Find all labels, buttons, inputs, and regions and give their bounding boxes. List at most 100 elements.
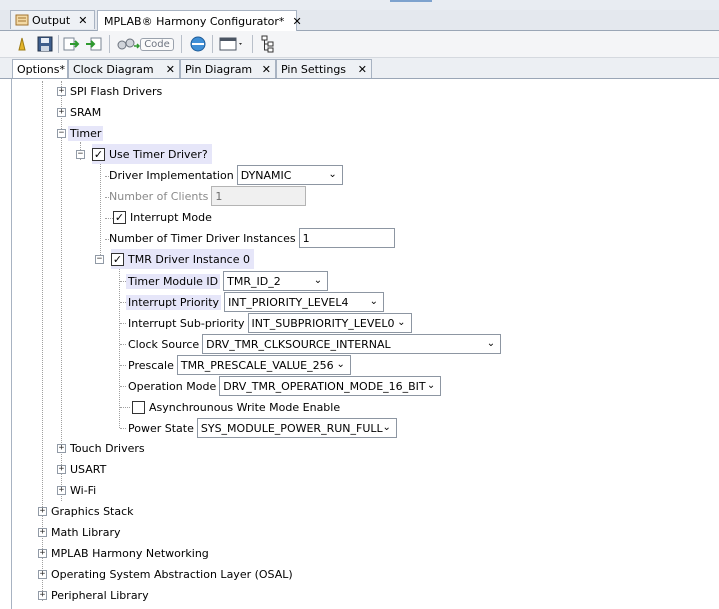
tree-item-timer[interactable]: Timer xyxy=(68,123,104,143)
tab-harmony-configurator[interactable]: MPLAB® Harmony Configurator* ✕ xyxy=(97,10,302,31)
expand-icon[interactable]: + xyxy=(38,506,47,516)
number-of-clients-label: Number of Clients xyxy=(109,189,209,203)
save-icon[interactable] xyxy=(36,34,54,54)
select-value: INT_SUBPRIORITY_LEVEL0 xyxy=(251,316,395,330)
prescale-row: Prescale TMR_PRESCALE_VALUE_256⌄ xyxy=(128,355,351,375)
expand-icon[interactable]: + xyxy=(57,464,66,474)
toolbar-separator xyxy=(252,35,253,53)
driver-implementation-select[interactable]: DYNAMIC⌄ xyxy=(236,165,343,185)
tree-item-label: Peripheral Library xyxy=(51,588,149,602)
tree-item-peripheral-library[interactable]: Peripheral Library xyxy=(51,585,149,605)
expand-icon[interactable]: + xyxy=(57,86,66,96)
tree-guide xyxy=(120,365,126,366)
timer-module-label: Timer Module ID xyxy=(126,273,221,289)
close-icon[interactable]: ✕ xyxy=(165,62,175,76)
select-value: TMR_PRESCALE_VALUE_256 xyxy=(180,358,334,372)
expand-icon[interactable]: + xyxy=(38,569,47,579)
tree-item-math-library[interactable]: Math Library xyxy=(51,522,120,542)
timer-module-row: Timer Module ID TMR_ID_2⌄ xyxy=(126,271,329,291)
power-state-row: Power State SYS_MODULE_POWER_RUN_FULL⌄ xyxy=(128,418,397,438)
tab-options[interactable]: Options* xyxy=(12,59,68,78)
interrupt-mode-label: Interrupt Mode xyxy=(130,210,212,224)
tree-item-spi-flash[interactable]: SPI Flash Drivers xyxy=(70,81,162,101)
select-value: INT_PRIORITY_LEVEL4 xyxy=(228,295,349,309)
panel-border xyxy=(11,79,12,609)
tree-item-label: SPI Flash Drivers xyxy=(70,84,163,98)
tree-item-graphics-stack[interactable]: Graphics Stack xyxy=(51,501,134,521)
tab-harmony-label: MPLAB® Harmony Configurator* xyxy=(104,14,285,28)
number-of-clients-input[interactable]: 1 xyxy=(211,186,307,206)
tree-item-osal[interactable]: Operating System Abstraction Layer (OSAL… xyxy=(51,564,293,584)
window-icon[interactable] xyxy=(218,34,246,54)
tree-item-usart[interactable]: USART xyxy=(70,459,106,479)
interrupt-mode-checkbox[interactable]: ✓ xyxy=(113,210,126,224)
tree-icon[interactable] xyxy=(259,34,277,54)
tree-item-touch-drivers[interactable]: Touch Drivers xyxy=(70,438,145,458)
tree-guide xyxy=(120,344,126,345)
async-write-checkbox[interactable] xyxy=(132,400,145,414)
tree-guide xyxy=(105,176,109,177)
use-timer-driver-checkbox[interactable]: ✓ xyxy=(92,147,105,161)
interrupt-priority-select[interactable]: INT_PRIORITY_LEVEL4⌄ xyxy=(224,292,385,312)
timer-instances-input[interactable]: 1 xyxy=(298,228,395,248)
timer-instances-label: Number of Timer Driver Instances xyxy=(109,231,296,245)
export-icon[interactable] xyxy=(83,34,103,54)
tree-guide xyxy=(120,281,126,282)
tree-guide xyxy=(61,81,62,501)
number-of-clients-row: Number of Clients 1 xyxy=(109,186,307,206)
close-icon[interactable]: ✕ xyxy=(292,14,302,28)
tab-output[interactable]: Output ✕ xyxy=(10,10,95,29)
prescale-label: Prescale xyxy=(128,358,174,372)
select-value: TMR_ID_2 xyxy=(227,274,281,288)
driver-implementation-label: Driver Implementation xyxy=(109,168,234,182)
expand-icon[interactable]: + xyxy=(38,548,47,558)
clock-source-select[interactable]: DRV_TMR_CLKSOURCE_INTERNAL⌄ xyxy=(202,334,502,354)
tab-pin-diagram[interactable]: Pin Diagram ✕ xyxy=(180,59,276,78)
tree-item-label: Touch Drivers xyxy=(70,441,145,455)
expand-icon[interactable]: + xyxy=(57,443,66,453)
operation-mode-select[interactable]: DRV_TMR_OPERATION_MODE_16_BIT⌄ xyxy=(219,376,442,396)
tab-pin-label: Pin Diagram xyxy=(185,62,253,76)
async-write-row: Asynchrounous Write Mode Enable xyxy=(132,397,340,417)
help-icon[interactable] xyxy=(189,34,207,54)
interrupt-subpriority-label: Interrupt Sub-priority xyxy=(128,316,245,330)
generate-code-icon xyxy=(117,38,141,50)
collapse-icon[interactable]: − xyxy=(95,254,104,264)
chevron-down-icon: ⌄ xyxy=(382,422,391,433)
collapse-icon[interactable]: − xyxy=(76,149,85,159)
power-state-select[interactable]: SYS_MODULE_POWER_RUN_FULL⌄ xyxy=(196,418,397,438)
code-label: Code xyxy=(140,37,174,51)
collapse-icon[interactable]: − xyxy=(57,128,66,138)
expand-icon[interactable]: + xyxy=(38,527,47,537)
close-icon[interactable]: ✕ xyxy=(357,62,367,76)
sub-tab-bar: Options* Clock Diagram ✕ Pin Diagram ✕ P… xyxy=(0,58,719,79)
generate-code-button[interactable]: Code xyxy=(115,34,175,54)
close-icon[interactable]: ✕ xyxy=(261,62,271,76)
expand-icon[interactable]: + xyxy=(57,485,66,495)
timer-module-select[interactable]: TMR_ID_2⌄ xyxy=(223,271,329,291)
tab-clock-diagram[interactable]: Clock Diagram ✕ xyxy=(68,59,180,78)
interrupt-priority-label: Interrupt Priority xyxy=(126,294,222,310)
tree-item-label: Graphics Stack xyxy=(51,504,134,518)
tree-item-wifi[interactable]: Wi-Fi xyxy=(70,480,96,500)
tree-item-label: SRAM xyxy=(70,105,102,119)
prescale-select[interactable]: TMR_PRESCALE_VALUE_256⌄ xyxy=(176,355,351,375)
toolbar-separator xyxy=(58,35,59,53)
close-icon[interactable]: ✕ xyxy=(78,13,88,27)
tree-item-sram[interactable]: SRAM xyxy=(70,102,101,122)
tree-item-label: Math Library xyxy=(51,525,121,539)
tab-pin-settings[interactable]: Pin Settings ✕ xyxy=(276,59,372,78)
expand-icon[interactable]: + xyxy=(57,107,66,117)
import-icon[interactable] xyxy=(62,34,82,54)
tmr-instance-checkbox[interactable]: ✓ xyxy=(111,252,124,266)
interrupt-subpriority-select[interactable]: INT_SUBPRIORITY_LEVEL0⌄ xyxy=(247,313,412,333)
expand-icon[interactable]: + xyxy=(38,590,47,600)
use-timer-driver-row: ✓ Use Timer Driver? xyxy=(92,144,212,164)
select-value: DRV_TMR_CLKSOURCE_INTERNAL xyxy=(206,337,391,351)
select-value: SYS_MODULE_POWER_RUN_FULL xyxy=(200,421,383,435)
tree-item-networking[interactable]: MPLAB Harmony Networking xyxy=(51,543,209,563)
tree-guide xyxy=(105,218,113,219)
toolbar: Code xyxy=(0,31,719,58)
folder-icon[interactable] xyxy=(14,34,30,54)
select-value: DRV_TMR_OPERATION_MODE_16_BIT xyxy=(223,379,426,393)
